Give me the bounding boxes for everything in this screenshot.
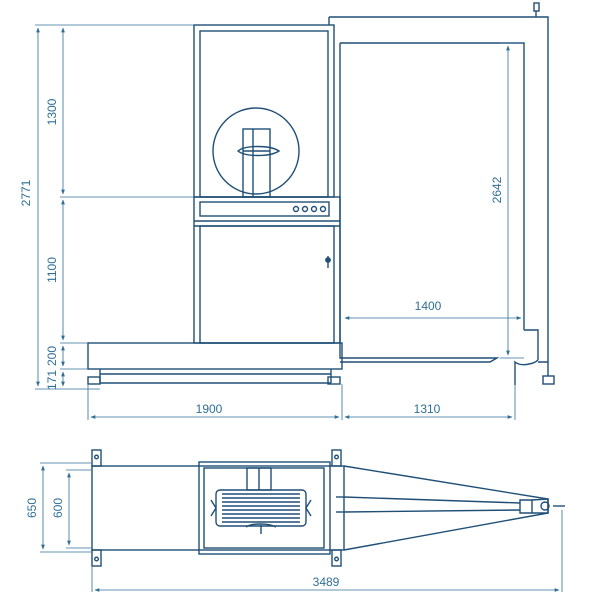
dim-arch-inner-width: 1400	[415, 299, 442, 313]
lower-cabinet	[193, 196, 341, 344]
control-panel-strip	[199, 201, 330, 217]
plan-head-outer	[198, 461, 331, 555]
door-handle-icon	[325, 256, 331, 268]
strap-coil-icon-plan	[210, 467, 312, 534]
left-foot	[87, 376, 101, 385]
dim-upper-section-height: 1300	[45, 98, 59, 125]
right-foot	[327, 376, 341, 385]
dim-plan-total-length: 3489	[313, 575, 340, 589]
dim-arch-inner-height: 2642	[490, 176, 504, 203]
plan-view	[91, 449, 565, 567]
dim-foot-height: 171	[45, 370, 59, 390]
dim-extension-length: 1310	[414, 402, 441, 416]
upper-housing	[193, 24, 335, 198]
dim-plan-outer-width: 650	[25, 498, 39, 518]
arch-frame	[328, 2, 555, 385]
plan-dimensions	[40, 462, 563, 592]
plan-dimension-labels: 650 600 3489	[25, 498, 340, 589]
strap-coil-icon	[212, 107, 300, 198]
dim-overall-height: 2771	[19, 179, 33, 206]
cabinet-door	[199, 225, 335, 344]
arch-foot	[542, 375, 555, 385]
plan-base	[91, 465, 345, 551]
dim-base-height: 200	[45, 346, 59, 366]
side-elevation	[87, 2, 555, 385]
plan-feet	[91, 449, 342, 567]
control-buttons-icon	[292, 205, 327, 213]
dim-base-length: 1900	[196, 402, 223, 416]
dim-plan-inner-width: 600	[51, 498, 65, 518]
plan-arm	[336, 465, 565, 551]
elevation-dimensions	[35, 24, 524, 420]
base-platform	[87, 342, 343, 370]
dim-middle-section-height: 1100	[45, 257, 59, 283]
elevation-dimension-labels: 2771 1300 1100 200 171 2642 1400 1900 13…	[19, 98, 504, 416]
